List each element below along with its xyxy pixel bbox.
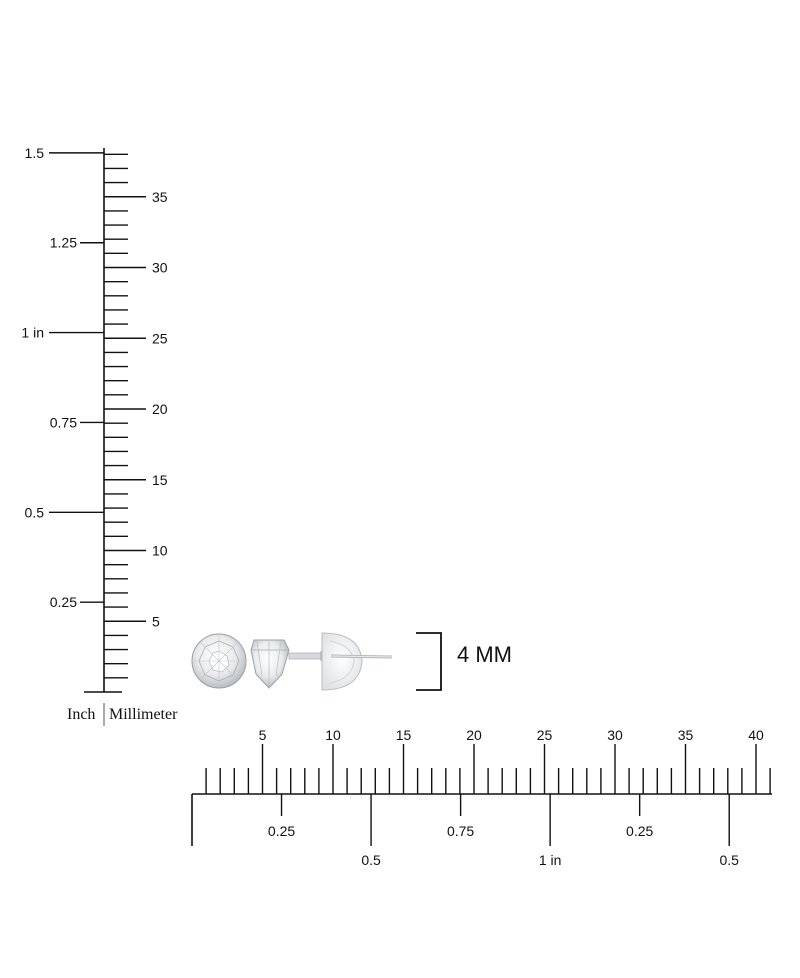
stud-front-view bbox=[191, 633, 247, 689]
mm-label: 25 bbox=[537, 727, 553, 743]
vertical-inch-ticks: 0.25 0.5 0.75 1 in 1.25 1.5 bbox=[21, 145, 104, 610]
inch-label: 0.75 bbox=[50, 414, 77, 430]
mm-label: 30 bbox=[607, 727, 623, 743]
mm-label: 15 bbox=[396, 727, 412, 743]
millimeter-caption: Millimeter bbox=[109, 706, 178, 723]
mm-label: 5 bbox=[152, 613, 160, 629]
mm-label: 20 bbox=[466, 727, 482, 743]
inch-label: 0.25 bbox=[50, 594, 77, 610]
inch-label: 1.5 bbox=[25, 145, 45, 161]
inch-label: 1 in bbox=[539, 852, 562, 868]
inch-label: 0.5 bbox=[719, 852, 739, 868]
stud-side-view bbox=[250, 632, 393, 691]
inch-label: 0.25 bbox=[626, 823, 653, 839]
mm-label: 15 bbox=[152, 472, 168, 488]
inch-label: 1 in bbox=[21, 325, 44, 341]
horizontal-ruler: 5 10 15 20 25 30 35 40 0.25 0.5 0.75 1 in 0.25 0.5 bbox=[191, 727, 772, 868]
horizontal-inch-ticks: 0.25 0.5 0.75 1 in 0.25 0.5 bbox=[268, 794, 739, 868]
mm-label: 20 bbox=[152, 401, 168, 417]
inch-label: 0.25 bbox=[268, 823, 295, 839]
size-label: 4 MM bbox=[457, 642, 512, 667]
mm-label: 5 bbox=[259, 727, 267, 743]
inch-caption: Inch bbox=[67, 706, 95, 723]
vertical-ruler: 5 10 15 20 25 30 35 0.25 0.5 0.75 1 in 1.25 1.5 bbox=[21, 145, 168, 693]
inch-label: 0.5 bbox=[361, 852, 381, 868]
mm-label: 35 bbox=[152, 189, 168, 205]
inch-label: 0.5 bbox=[25, 504, 45, 520]
inch-label: 0.75 bbox=[447, 823, 474, 839]
vertical-mm-ticks: 5 10 15 20 25 30 35 bbox=[104, 153, 168, 679]
mm-label: 10 bbox=[325, 727, 341, 743]
earring-illustration bbox=[191, 632, 393, 691]
horizontal-mm-ticks: 5 10 15 20 25 30 35 40 bbox=[205, 727, 771, 794]
mm-label: 10 bbox=[152, 543, 168, 559]
mm-label: 40 bbox=[748, 727, 764, 743]
size-bracket bbox=[416, 632, 442, 691]
mm-label: 25 bbox=[152, 330, 168, 346]
inch-label: 1.25 bbox=[50, 235, 77, 251]
mm-label: 30 bbox=[152, 260, 168, 276]
mm-label: 35 bbox=[678, 727, 694, 743]
